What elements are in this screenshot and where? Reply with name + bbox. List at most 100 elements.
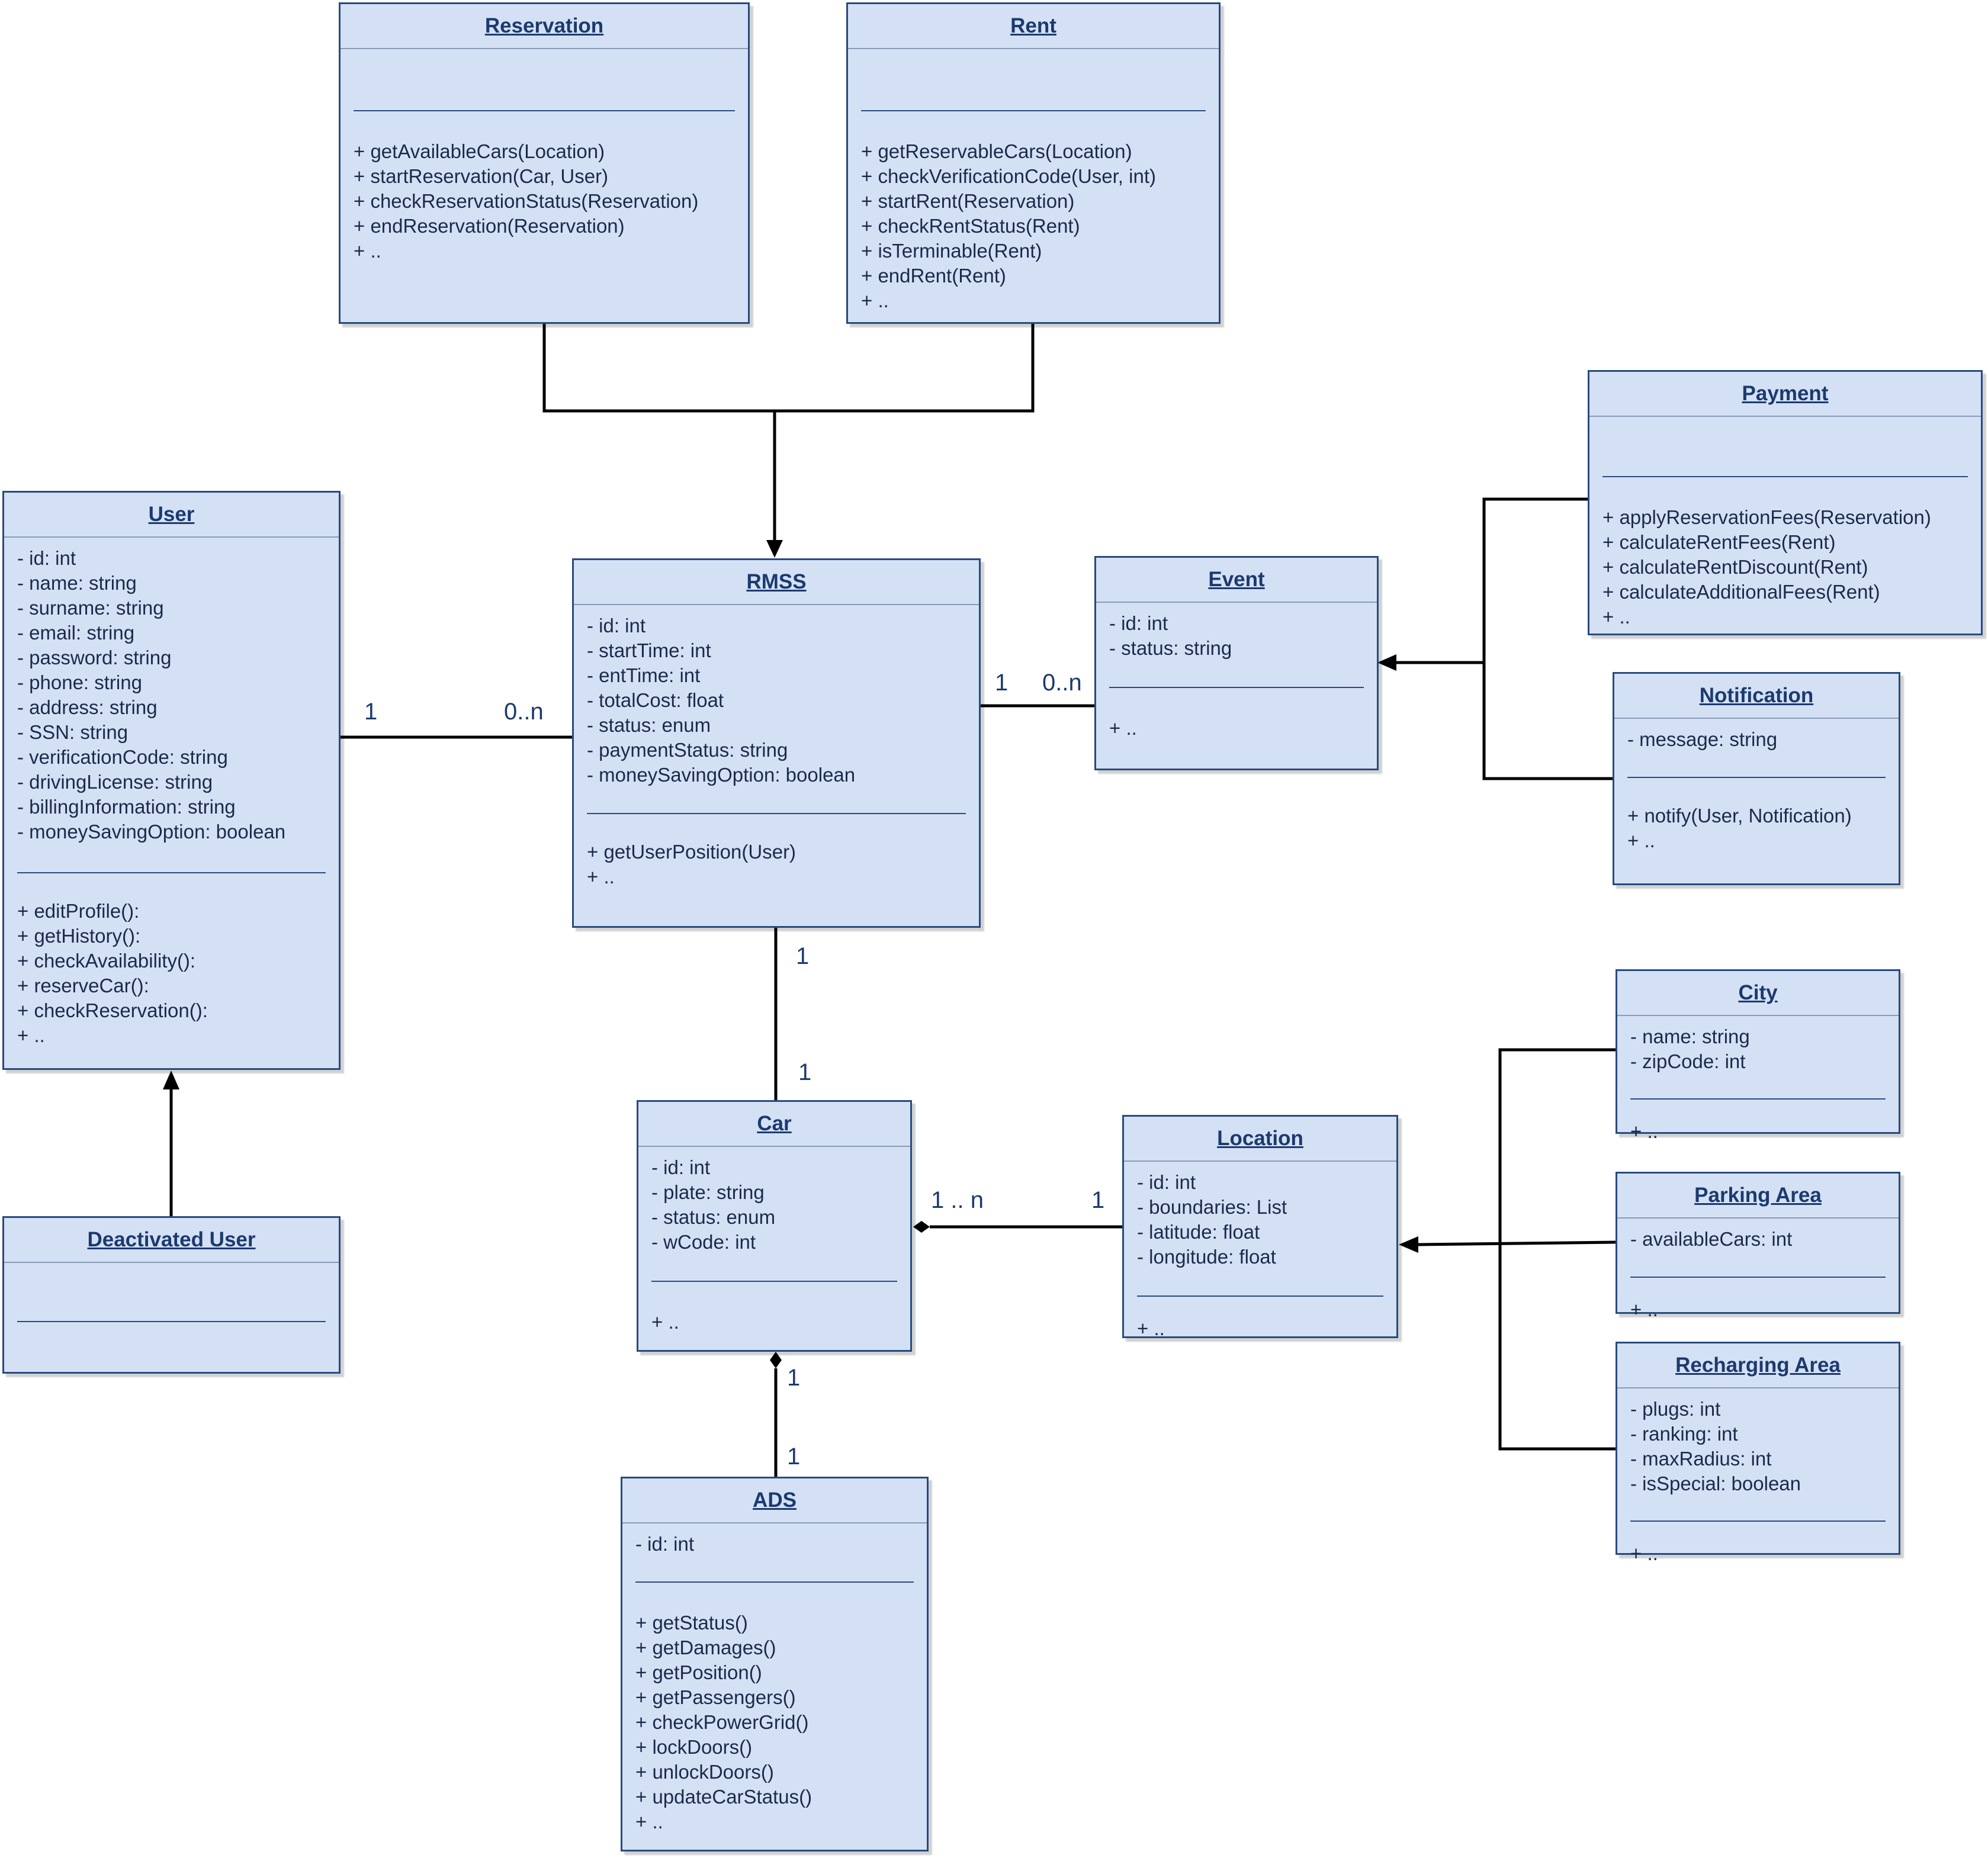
- method: + calculateAdditionalFees(Rent): [1602, 581, 1880, 603]
- diamond-car-ads: [770, 1352, 782, 1368]
- attribute: - drivingLicense: string: [17, 771, 213, 793]
- attribute: - maxRadius: int: [1630, 1448, 1772, 1470]
- attribute: - status: enum: [587, 714, 711, 736]
- multiplicity-rmss-end-car: 1: [796, 943, 810, 969]
- class-name: Car: [638, 1102, 910, 1147]
- method: + updateCarStatus(): [635, 1786, 812, 1808]
- attribute: - moneySavingOption: boolean: [17, 821, 286, 843]
- method: + checkVerificationCode(User, int): [861, 165, 1156, 187]
- method-list: + getReservableCars(Location) + checkVeri…: [861, 139, 1206, 313]
- class-notification[interactable]: Notification - message: string + notify(Us…: [1613, 672, 1900, 885]
- connector-notification-to-hub: [1482, 663, 1613, 780]
- attribute-list: - id: int- status: string: [1109, 611, 1364, 661]
- class-name: Payment: [1589, 372, 1981, 417]
- class-city[interactable]: City- name: string- zipCode: int+ ..: [1616, 969, 1900, 1142]
- method-list: + getStatus()+ getDamages()+ getPosition…: [635, 1611, 914, 1834]
- multiplicity-car-end-location: 1 .. n: [931, 1187, 984, 1213]
- attribute: - name: string: [1630, 1026, 1750, 1047]
- class-ads[interactable]: ADS- id: int+ getStatus()+ getDamages()+…: [621, 1477, 929, 1851]
- class-recharging-area[interactable]: Recharging Area - plugs: int- ranking: in…: [1616, 1342, 1900, 1564]
- section-divider: [17, 1321, 326, 1322]
- attribute: - wCode: int: [651, 1231, 756, 1253]
- attribute-list: - message: string: [1627, 727, 1886, 752]
- section-divider: [1630, 1521, 1886, 1522]
- method: + ..: [1630, 1298, 1658, 1320]
- class-payment[interactable]: Payment + applyReservationFees(Reservatio…: [1588, 370, 1983, 635]
- connector-rent-to-hub: [775, 322, 1035, 413]
- method: + ..: [651, 1311, 679, 1333]
- multiplicity-ads-end: 1: [787, 1444, 801, 1470]
- class-user[interactable]: User- id: int- name: string- surname: st…: [2, 491, 341, 1070]
- attribute: - message: string: [1627, 728, 1778, 750]
- attribute: - boundaries: List: [1137, 1196, 1287, 1218]
- arrowhead-location: [1399, 1236, 1418, 1253]
- class-name: City: [1617, 971, 1899, 1016]
- attribute: - totalCost: float: [587, 689, 724, 711]
- multiplicity-location-end: 1: [1091, 1187, 1105, 1213]
- method-list: + ..: [1630, 1297, 1886, 1322]
- class-car[interactable]: Car- id: int- plate: string- status: enu…: [637, 1100, 912, 1352]
- connector-recharging-to-hub: [1498, 1243, 1616, 1451]
- section-divider: [1137, 1296, 1383, 1297]
- method: + ..: [17, 1024, 45, 1046]
- method: + getDamages(): [635, 1637, 776, 1658]
- class-rent[interactable]: Rent+ getReservableCars(Location)+ check…: [846, 2, 1221, 324]
- class-event[interactable]: Event- id: int- status: string+ ..: [1094, 556, 1379, 770]
- connector-reservation-to-hub: [542, 322, 775, 413]
- section-divider: [1630, 1277, 1886, 1278]
- section-divider: [635, 1581, 914, 1583]
- method: + getStatus(): [635, 1612, 748, 1634]
- method: + notify(User, Notification): [1627, 805, 1852, 827]
- class-parking-area[interactable]: Parking Area- availableCars: int+ ..: [1616, 1172, 1900, 1320]
- method: + checkReservation():: [17, 999, 208, 1021]
- section-divider: [354, 110, 735, 111]
- attribute: - name: string: [17, 572, 137, 594]
- diamond-car-location: [913, 1221, 930, 1233]
- method-list: + notify(User, Notification) + ..: [1627, 803, 1886, 853]
- method: + lockDoors(): [635, 1736, 753, 1758]
- method: + ..: [1627, 830, 1655, 851]
- arrowhead-event: [1377, 654, 1396, 671]
- connector-parking-to-location: [1418, 1240, 1616, 1246]
- method: + ..: [354, 240, 381, 262]
- class-name: Notification: [1614, 674, 1899, 719]
- method-list: + applyReservationFees(Reservation) + cal…: [1602, 505, 1968, 629]
- section-divider: [1109, 687, 1364, 688]
- attribute: - address: string: [17, 696, 158, 718]
- class-reservation[interactable]: Reservation+ getAvailableCars(Location)+…: [339, 2, 750, 324]
- class-rmss[interactable]: RMSS- id: int- startTime: int- entTime: …: [572, 558, 981, 928]
- connector-city-to-hub: [1498, 1048, 1616, 1243]
- method: + calculateRentDiscount(Rent): [1602, 556, 1868, 578]
- method-list: + ..: [1109, 716, 1364, 741]
- attribute: - moneySavingOption: boolean: [587, 764, 856, 786]
- attribute: - entTime: int: [587, 664, 701, 686]
- method: + checkPowerGrid(): [635, 1711, 809, 1733]
- section-divider: [651, 1281, 897, 1282]
- attribute: - plate: string: [651, 1181, 765, 1203]
- method: + getReservableCars(Location): [861, 140, 1132, 162]
- section-divider: [17, 872, 326, 873]
- class-name: Recharging Area: [1617, 1343, 1899, 1388]
- method: + applyReservationFees(Reservation): [1602, 506, 1931, 528]
- attribute-list: - plugs: int- ranking: int- maxRadius: i…: [1630, 1397, 1886, 1496]
- method: + endRent(Rent): [861, 265, 1006, 287]
- attribute: - phone: string: [17, 671, 142, 693]
- multiplicity-rmss-end-event: 1: [995, 670, 1009, 696]
- attribute-list: - id: int: [635, 1532, 914, 1557]
- multiplicity-user-end: 1: [364, 699, 378, 725]
- method: + checkReservationStatus(Reservation): [354, 190, 699, 212]
- multiplicity-car-end-ads: 1: [787, 1365, 801, 1391]
- section-divider: [1630, 1098, 1886, 1100]
- class-name: Deactivated User: [4, 1218, 339, 1263]
- class-location[interactable]: Location- id: int- boundaries: List- lat…: [1122, 1115, 1398, 1339]
- attribute: - status: enum: [651, 1206, 776, 1228]
- attribute: - SSN: string: [17, 721, 129, 743]
- section-divider: [1602, 476, 1968, 477]
- class-deactivated-user[interactable]: Deactivated User: [2, 1216, 341, 1374]
- multiplicity-car-end-rmss: 1: [798, 1059, 812, 1085]
- attribute: - availableCars: int: [1630, 1228, 1793, 1250]
- method: + startRent(Reservation): [861, 190, 1075, 212]
- attribute: - id: int: [635, 1533, 695, 1555]
- attribute-list: - id: int- boundaries: List- latitude: f…: [1137, 1170, 1383, 1269]
